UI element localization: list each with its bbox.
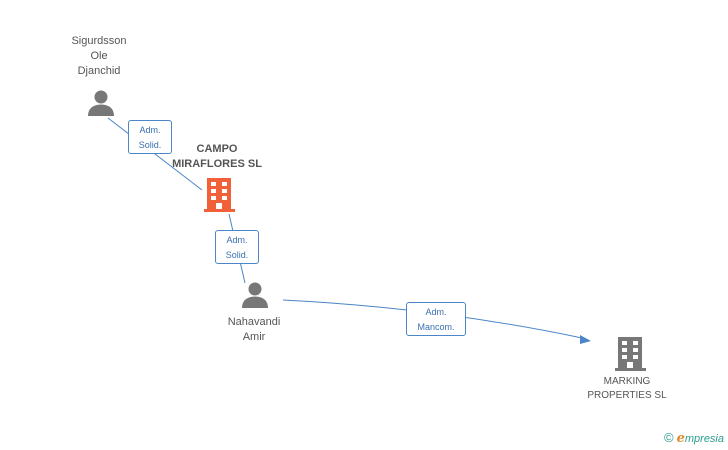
edge-sigurdsson-campo bbox=[107, 117, 203, 191]
node-label-marking[interactable]: MARKING PROPERTIES SL bbox=[576, 375, 678, 403]
node-label-line: Djanchid bbox=[77, 65, 121, 77]
edge-label-line: Adm. bbox=[139, 125, 161, 135]
node-label-line: CAMPO bbox=[196, 143, 238, 155]
node-label-sigurdsson[interactable]: Sigurdsson Ole Djanchid bbox=[49, 34, 149, 79]
logo-initial: e bbox=[676, 431, 685, 446]
edge-label-nahavandi-campo[interactable]: Adm. Solid. bbox=[215, 230, 259, 264]
person-icon[interactable] bbox=[242, 282, 268, 309]
node-label-line: Amir bbox=[242, 331, 266, 343]
node-label-line: MIRAFLORES SL bbox=[172, 158, 262, 170]
logo-text: mpresia bbox=[684, 433, 724, 445]
edge-label-sigurdsson-campo[interactable]: Adm. Solid. bbox=[128, 120, 172, 154]
node-label-campo[interactable]: CAMPO MIRAFLORES SL bbox=[165, 142, 269, 172]
node-label-line: Sigurdsson bbox=[71, 35, 127, 47]
building-icon[interactable] bbox=[204, 178, 235, 212]
node-label-line: MARKING bbox=[603, 376, 651, 387]
edge-label-line: Mancom. bbox=[417, 322, 455, 332]
edge-label-line: Adm. bbox=[425, 307, 447, 317]
person-icon[interactable] bbox=[88, 90, 114, 117]
edge-label-nahavandi-marking[interactable]: Adm. Mancom. bbox=[406, 302, 466, 336]
copyright-symbol: © bbox=[663, 430, 674, 445]
node-label-line: Ole bbox=[90, 50, 108, 62]
edge-label-line: Solid. bbox=[138, 140, 162, 150]
edge-label-line: Adm. bbox=[226, 235, 248, 245]
arrowhead-marking bbox=[580, 335, 591, 344]
node-label-line: Nahavandi bbox=[227, 316, 281, 328]
node-label-nahavandi[interactable]: Nahavandi Amir bbox=[204, 315, 304, 345]
empresia-logo: © empresia bbox=[664, 430, 724, 446]
edge-label-line: Solid. bbox=[225, 250, 249, 260]
node-label-line: PROPERTIES SL bbox=[587, 390, 667, 401]
building-icon[interactable] bbox=[615, 337, 646, 371]
